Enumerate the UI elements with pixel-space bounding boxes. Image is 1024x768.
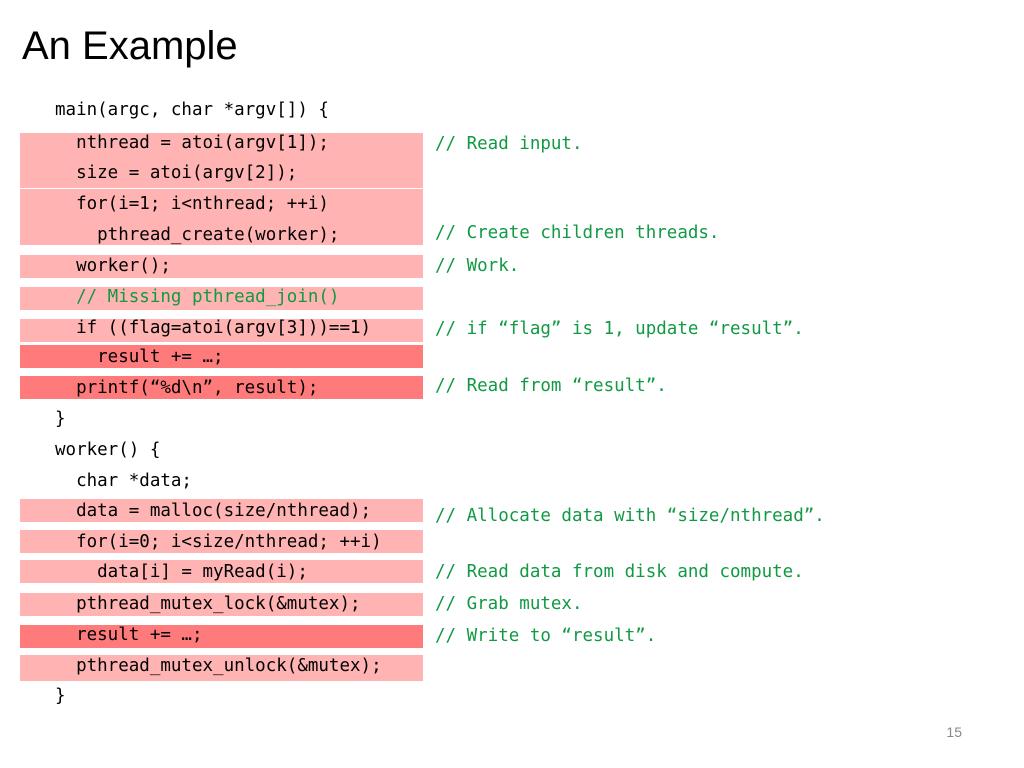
- annotation-comment: // Read data from disk and compute.: [435, 562, 804, 582]
- code-line: for(i=1; i<nthread; ++i): [55, 194, 329, 214]
- code-line: }: [55, 686, 66, 706]
- code-line: pthread_mutex_lock(&mutex);: [55, 594, 361, 614]
- code-line: result += …;: [55, 347, 224, 367]
- code-line: main(argc, char *argv[]) {: [55, 100, 329, 120]
- annotation-comment: // Read from “result”.: [435, 376, 667, 396]
- code-line: for(i=0; i<size/nthread; ++i): [55, 532, 382, 552]
- code-line: }: [55, 409, 66, 429]
- code-line: data = malloc(size/nthread);: [55, 501, 372, 521]
- annotation-comment: // Write to “result”.: [435, 626, 657, 646]
- highlight-read-input: [20, 133, 423, 188]
- annotation-comment: // if “flag” is 1, update “result”.: [435, 319, 804, 339]
- code-line: data[i] = myRead(i);: [55, 562, 308, 582]
- highlight-for-loop: [20, 530, 423, 553]
- annotation-comment: // Work.: [435, 256, 520, 276]
- code-line: worker();: [55, 256, 171, 276]
- code-line: result += …;: [55, 625, 203, 645]
- code-line: worker() {: [55, 440, 161, 460]
- code-line: pthread_mutex_unlock(&mutex);: [55, 656, 382, 676]
- highlight-worker-call: [20, 255, 423, 278]
- highlight-mutex-unlock: [20, 655, 423, 681]
- code-line: size = atoi(argv[2]);: [55, 163, 298, 183]
- highlight-if-flag: [20, 319, 423, 342]
- code-line: nthread = atoi(argv[1]);: [55, 133, 329, 153]
- annotation-comment: // Read input.: [435, 134, 583, 154]
- annotation-comment: // Grab mutex.: [435, 594, 583, 614]
- highlight-missing-join: [20, 287, 423, 310]
- highlight-result-update: [20, 345, 423, 368]
- code-line: char *data;: [55, 471, 192, 491]
- highlight-create-threads: [20, 189, 423, 245]
- highlight-result-write: [20, 625, 423, 648]
- code-line: pthread_create(worker);: [55, 225, 340, 245]
- highlight-malloc: [20, 499, 423, 522]
- slide-title: An Example: [22, 24, 238, 68]
- page-number: 15: [946, 724, 962, 740]
- code-line: if ((flag=atoi(argv[3]))==1): [55, 318, 372, 338]
- code-comment-line: // Missing pthread_join(): [55, 287, 340, 307]
- code-line: printf(“%d\n”, result);: [55, 378, 319, 398]
- annotation-comment: // Allocate data with “size/nthread”.: [435, 506, 825, 526]
- highlight-printf: [20, 376, 423, 399]
- annotation-comment: // Create children threads.: [435, 223, 720, 243]
- highlight-mutex-lock: [20, 593, 423, 616]
- highlight-myread: [20, 560, 423, 583]
